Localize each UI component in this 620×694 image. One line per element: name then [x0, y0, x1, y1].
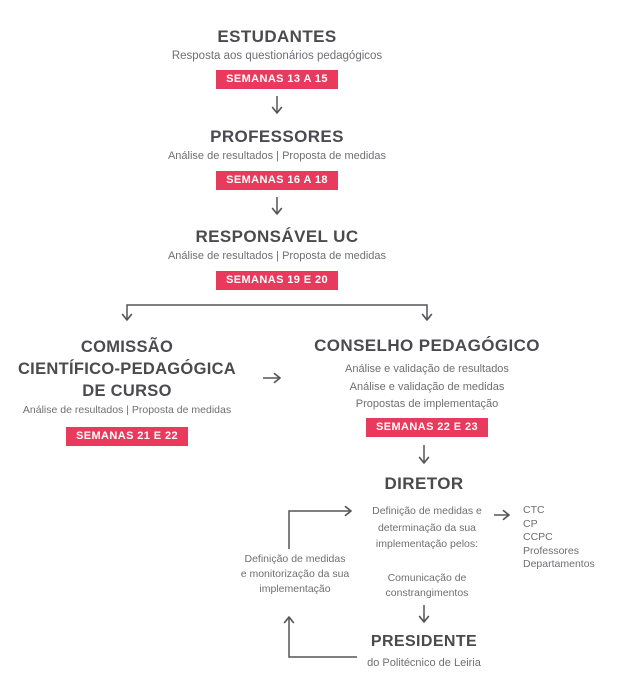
- comissao-title-line2: CIENTÍFICO-PEDAGÓGICA: [17, 360, 237, 378]
- responsavel-uc-badge-row: SEMANAS 19 E 20: [117, 270, 437, 290]
- delegates-list: CTC CP CCPC Professores Departamentos: [523, 504, 595, 572]
- estudantes-subtitle: Resposta aos questionários pedagógicos: [171, 50, 383, 62]
- arrow-split-to-conselho: [277, 304, 433, 321]
- monitoring-line2: e monitorização da sua: [240, 568, 350, 580]
- conselho-task-3: Propostas de implementação: [355, 398, 499, 410]
- communication-line1: Comunicação de: [387, 572, 467, 584]
- arrow-monitoring-to-diretor: [288, 505, 352, 549]
- comissao-subtitle: Análise de resultados | Proposta de medi…: [22, 404, 232, 416]
- diretor-description-line3: implementação pelos:: [375, 538, 479, 550]
- conselho-task-2: Análise e validação de medidas: [349, 380, 505, 393]
- diretor-description-line2: determinação da sua: [377, 521, 477, 534]
- responsavel-uc-title: RESPONSÁVEL UC: [195, 227, 359, 246]
- comissao-weeks-badge: SEMANAS 21 E 22: [66, 427, 188, 446]
- delegate-professores: Professores: [523, 544, 580, 557]
- estudantes-weeks-badge: SEMANAS 13 A 15: [216, 70, 338, 89]
- estudantes-badge-row: SEMANAS 13 A 15: [117, 69, 437, 89]
- diretor-title: DIRETOR: [384, 474, 464, 493]
- professores-badge-row: SEMANAS 16 A 18: [117, 170, 437, 190]
- monitoring-note: Definição de medidas e monitorização da …: [228, 552, 362, 597]
- diretor-description-line1: Definição de medidas e: [372, 505, 482, 517]
- conselho-badge-row: SEMANAS 22 E 23: [286, 417, 568, 437]
- communication-note: Comunicação de constrangimentos: [362, 571, 492, 601]
- conselho-weeks-badge: SEMANAS 22 E 23: [366, 418, 488, 437]
- arrow-presidente-to-monitoring: [283, 616, 357, 658]
- conselho-tasks: Análise e validação de resultados Anális…: [286, 361, 568, 414]
- delegate-ccpc: CCPC: [523, 531, 553, 544]
- conselho-title: CONSELHO PEDAGÓGICO: [314, 336, 540, 355]
- comissao-title: COMISSÃO CIENTÍFICO-PEDAGÓGICA DE CURSO: [7, 336, 247, 402]
- comissao-badge-row: SEMANAS 21 E 22: [7, 426, 247, 446]
- delegate-cp: CP: [523, 517, 538, 530]
- delegate-ctc: CTC: [523, 504, 545, 516]
- comissao-title-line3: DE CURSO: [82, 382, 172, 400]
- responsavel-uc-subtitle: Análise de resultados | Proposta de medi…: [167, 250, 387, 262]
- communication-line2: constrangimentos: [385, 587, 469, 599]
- delegate-departamentos: Departamentos: [523, 558, 595, 571]
- estudantes-title: ESTUDANTES: [217, 27, 337, 46]
- professores-title: PROFESSORES: [210, 127, 344, 146]
- presidente-title: PRESIDENTE: [370, 633, 478, 650]
- responsavel-uc-weeks-badge: SEMANAS 19 E 20: [216, 271, 338, 290]
- diretor-description: Definição de medidas e determinação da s…: [362, 503, 492, 553]
- monitoring-line3: implementação: [259, 583, 331, 595]
- professores-weeks-badge: SEMANAS 16 A 18: [216, 171, 338, 190]
- conselho-task-1: Análise e validação de resultados: [345, 363, 509, 375]
- professores-subtitle: Análise de resultados | Proposta de medi…: [167, 150, 387, 162]
- arrow-split-to-comissao: [121, 304, 277, 321]
- presidente-subtitle: do Politécnico de Leiria: [367, 657, 481, 669]
- monitoring-line1: Definição de medidas: [244, 553, 346, 565]
- comissao-title-line1: COMISSÃO: [80, 338, 174, 356]
